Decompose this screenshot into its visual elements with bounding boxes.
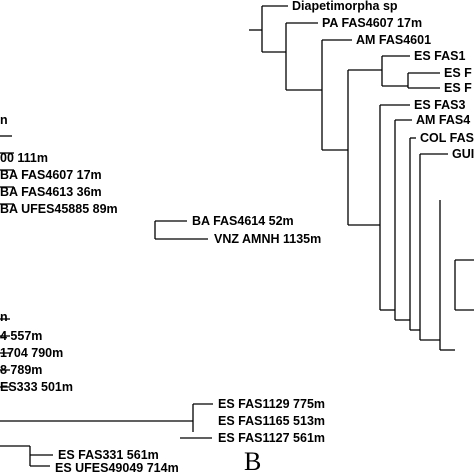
- right-label-6: ES FAS3: [414, 98, 465, 112]
- left-label-10: 8 789m: [0, 363, 42, 377]
- right-tree-branches: [249, 5, 474, 351]
- right-label-7: AM FAS4: [416, 113, 470, 127]
- left-label-14: ES FAS1127 561m: [218, 431, 325, 445]
- left-label-2: BA FAS4607 17m: [0, 168, 102, 182]
- right-label-9: GUI: [452, 147, 474, 161]
- left-label-1: 00 111m: [0, 151, 48, 165]
- left-label-6: VNZ AMNH 1135m: [214, 232, 321, 246]
- right-label-1: PA FAS4607 17m: [322, 16, 422, 30]
- left-label-8: 4 557m: [0, 329, 42, 343]
- right-tree-labels: Diapetimorpha sp PA FAS4607 17m AM FAS46…: [292, 0, 474, 161]
- left-tree-labels: n 00 111m BA FAS4607 17m BA FAS4613 36m …: [0, 113, 325, 474]
- right-label-4: ES F: [444, 66, 472, 80]
- right-label-5: ES F: [444, 81, 472, 95]
- left-label-9: 1704 790m: [0, 346, 63, 360]
- left-label-0: n: [0, 113, 8, 127]
- right-label-0: Diapetimorpha sp: [292, 0, 398, 13]
- left-label-15: ES FAS331 561m: [58, 448, 159, 462]
- left-label-12: ES FAS1129 775m: [218, 397, 325, 411]
- left-label-11: ES333 501m: [0, 380, 73, 394]
- left-label-7: n: [0, 310, 8, 324]
- left-label-13: ES FAS1165 513m: [218, 414, 325, 428]
- right-label-8: COL FAS: [420, 131, 474, 145]
- left-label-16: ES UFES49049 714m: [55, 461, 179, 474]
- right-label-3: ES FAS1: [414, 49, 465, 63]
- panel-label: B: [244, 447, 261, 474]
- left-label-4: BA UFES45885 89m: [0, 202, 118, 216]
- left-label-3: BA FAS4613 36m: [0, 185, 102, 199]
- left-label-5: BA FAS4614 52m: [192, 214, 294, 228]
- right-label-2: AM FAS4601: [356, 33, 431, 47]
- left-tree-branches: [0, 135, 213, 467]
